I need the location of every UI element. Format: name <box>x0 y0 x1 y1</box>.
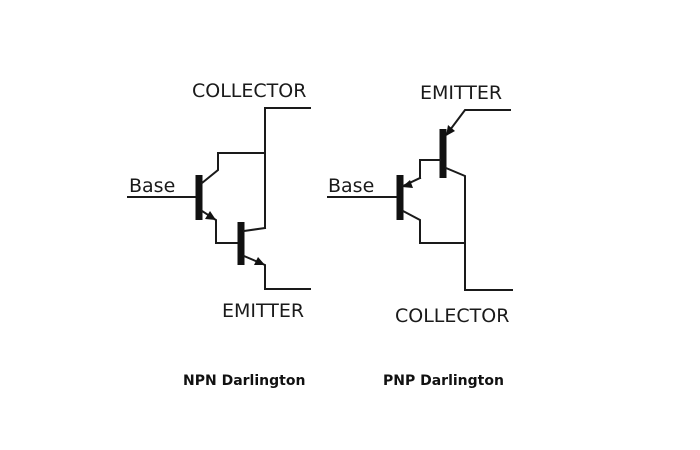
pnp-q2-emitter-arrow <box>446 125 455 136</box>
pnp-darlington-circuit <box>327 109 513 291</box>
npn-collector-wire <box>264 107 311 229</box>
pnp-base-label: Base <box>328 175 374 197</box>
npn-q1-collector-wire <box>200 152 266 185</box>
npn-q2-collector-wire <box>242 226 267 233</box>
npn-darlington-circuit <box>127 107 311 290</box>
pnp-collector-label: COLLECTOR <box>395 305 509 327</box>
pnp-q2-collector-wire <box>444 166 513 291</box>
npn-caption: NPN Darlington <box>183 373 305 389</box>
npn-q2-emitter-arrow <box>254 257 265 265</box>
npn-collector-label: COLLECTOR <box>192 80 306 102</box>
pnp-emitter-label: EMITTER <box>420 82 502 104</box>
pnp-q2-base-wire <box>419 159 441 179</box>
pnp-caption: PNP Darlington <box>383 373 504 389</box>
npn-q1-emitter-arrow <box>205 211 216 220</box>
pnp-q1-emitter-arrow <box>402 180 413 188</box>
npn-base-label: Base <box>129 175 175 197</box>
npn-q2-emitter-wire <box>242 254 311 290</box>
npn-emitter-label: EMITTER <box>222 300 304 322</box>
pnp-q1-collector-wire <box>401 209 466 244</box>
pnp-emitter-wire <box>445 109 511 136</box>
